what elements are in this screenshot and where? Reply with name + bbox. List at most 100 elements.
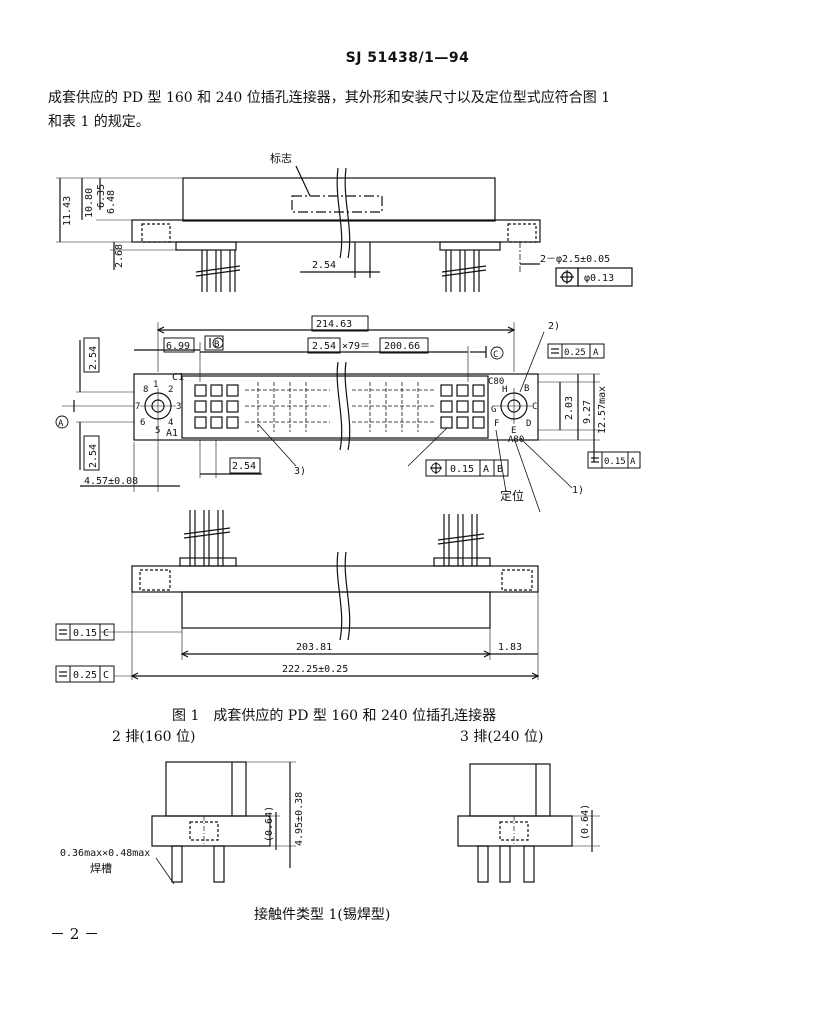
standard-header: SJ 51438/1—94 bbox=[345, 50, 470, 66]
side-break-line-1 bbox=[336, 167, 343, 259]
two-row-label: 2 排(160 位) bbox=[112, 729, 196, 745]
dim-200-66: 200.66 bbox=[384, 341, 420, 352]
contact-type-caption: 接触件类型 1(锡焊型) bbox=[254, 907, 391, 923]
dim-12-57max: 12.57max bbox=[597, 386, 608, 434]
parallel-tol-0-25-top: 0.25 bbox=[564, 348, 586, 358]
side-right-hole-hidden bbox=[507, 223, 537, 243]
intro-line-1: 成套供应的 PD 型 160 和 240 位插孔连接器，其外形和安装尺寸以及定位… bbox=[48, 90, 611, 106]
figure-1-caption: 图 1 成套供应的 PD 型 160 和 240 位插孔连接器 bbox=[172, 708, 497, 724]
position-tol-value: φ0.13 bbox=[584, 273, 614, 284]
label-c1: C1 bbox=[172, 372, 184, 383]
two-row-flange bbox=[151, 815, 271, 847]
right-contact-hidden bbox=[352, 382, 435, 432]
left-key-4: 4 bbox=[168, 418, 173, 428]
side-dim-2-68: 2.68 bbox=[114, 244, 125, 268]
left-key-6: 6 bbox=[140, 418, 145, 428]
locate-label: 定位 bbox=[500, 488, 524, 503]
dim-222-25: 222.25±0.25 bbox=[282, 664, 348, 675]
bottom-left-hole-hidden bbox=[139, 569, 171, 591]
three-row-pin-2 bbox=[499, 845, 511, 883]
side-dim-11-43: 11.43 bbox=[62, 196, 73, 226]
note-1: 1) bbox=[572, 485, 584, 496]
bottom-flange bbox=[131, 565, 539, 593]
bottom-ref-c-1: C bbox=[103, 628, 109, 639]
hole-callout: 2－φ2.5±0.05 bbox=[540, 254, 610, 265]
bottom-left-pins bbox=[179, 510, 237, 567]
bottom-ref-c-2: C bbox=[103, 670, 109, 681]
side-view-housing bbox=[182, 177, 496, 222]
dim-times-79: ×79＝ bbox=[342, 341, 370, 352]
left-key-7: 7 bbox=[135, 402, 140, 412]
datum-b-top: B bbox=[214, 340, 219, 350]
dim-pitch-2-54: 2.54 bbox=[312, 341, 336, 352]
two-row-housing bbox=[165, 761, 247, 817]
bottom-housing bbox=[181, 591, 491, 629]
dim-6-99: 6.99 bbox=[166, 341, 190, 352]
two-row-dim-0-64: (0.64) bbox=[264, 806, 275, 842]
pos-ref-b: B bbox=[497, 464, 503, 475]
datum-c: C bbox=[493, 350, 498, 360]
three-row-flange bbox=[457, 815, 573, 847]
dim-203-81: 203.81 bbox=[296, 642, 332, 653]
right-key-g: G bbox=[491, 405, 496, 415]
left-key-2: 2 bbox=[168, 385, 173, 395]
parallel-tol-0-15-right: 0.15 bbox=[604, 457, 626, 467]
note-2: 2) bbox=[548, 321, 560, 332]
side-dim-10-80: 10.80 bbox=[84, 188, 95, 218]
side-dim-2-54: 2.54 bbox=[312, 260, 336, 271]
bottom-right-hole-hidden bbox=[501, 569, 533, 591]
slot-dim: 0.36max×0.48max bbox=[60, 848, 150, 859]
position-tol-box bbox=[577, 267, 633, 287]
side-dim-6-35: 6.35 bbox=[96, 184, 107, 208]
bottom-tol-0-15: 0.15 bbox=[73, 628, 97, 639]
two-row-pin-left bbox=[171, 845, 183, 883]
note-3: 3) bbox=[294, 466, 306, 477]
marking-area bbox=[291, 195, 383, 213]
bottom-break-line-1 bbox=[336, 551, 343, 641]
side-view: 标志 2.54 bbox=[56, 151, 633, 292]
page-number: － 2 － bbox=[50, 925, 100, 943]
three-row-housing bbox=[469, 763, 551, 817]
right-key-f: F bbox=[494, 419, 499, 429]
right-key-h: H bbox=[502, 385, 507, 395]
contact-two-row: (0.64) 4.95±0.38 0.36max×0.48max 焊槽 bbox=[60, 761, 305, 885]
dim-214-63: 214.63 bbox=[316, 319, 352, 330]
right-polarizing-key bbox=[496, 388, 532, 424]
slot-label: 焊槽 bbox=[90, 861, 112, 875]
top-view-outline bbox=[133, 373, 539, 441]
side-dim-6-48: 6.48 bbox=[106, 190, 117, 214]
three-row-pin-3 bbox=[523, 845, 535, 883]
side-left-pins bbox=[175, 241, 241, 292]
three-row-label: 3 排(240 位) bbox=[460, 729, 544, 745]
bottom-break-line-2 bbox=[344, 551, 351, 641]
intro-paragraph: 成套供应的 PD 型 160 和 240 位插孔连接器，其外形和安装尺寸以及定位… bbox=[48, 86, 768, 134]
left-polarizing-key bbox=[140, 388, 176, 424]
right-key-d: D bbox=[526, 419, 531, 429]
marking-leader bbox=[295, 165, 311, 197]
two-row-dim-4-95: 4.95±0.38 bbox=[294, 792, 305, 846]
parallel-ref-a-right: A bbox=[630, 457, 636, 467]
dim-2-54-upper: 2.54 bbox=[88, 346, 99, 370]
dim-4-57: 4.57±0.08 bbox=[84, 476, 138, 487]
bottom-view: 203.81 1.83 222.25±0.25 0.15 C 0.25 C bbox=[55, 510, 540, 683]
left-contact-grid bbox=[194, 384, 239, 429]
label-c80: C80 bbox=[488, 377, 504, 387]
contact-three-row: (0.64) bbox=[457, 763, 600, 883]
side-left-hole-hidden bbox=[141, 223, 171, 243]
label-a80: A80 bbox=[508, 435, 524, 445]
pos-tol-0-15: 0.15 bbox=[450, 464, 474, 475]
bottom-right-pins bbox=[433, 514, 491, 567]
three-row-dim-0-64: (0.64) bbox=[580, 804, 591, 840]
side-right-pins bbox=[439, 241, 501, 292]
right-contact-grid bbox=[440, 384, 485, 429]
left-key-1: 1 bbox=[153, 380, 158, 390]
datum-a: A bbox=[58, 419, 64, 429]
dim-1-83: 1.83 bbox=[498, 642, 522, 653]
dim-2-54-lower: 2.54 bbox=[88, 444, 99, 468]
label-a1: A1 bbox=[166, 428, 178, 439]
pos-ref-a: A bbox=[483, 464, 489, 475]
two-row-pin-right bbox=[213, 845, 225, 883]
left-key-8: 8 bbox=[143, 385, 148, 395]
dim-2-03: 2.03 bbox=[564, 396, 575, 420]
